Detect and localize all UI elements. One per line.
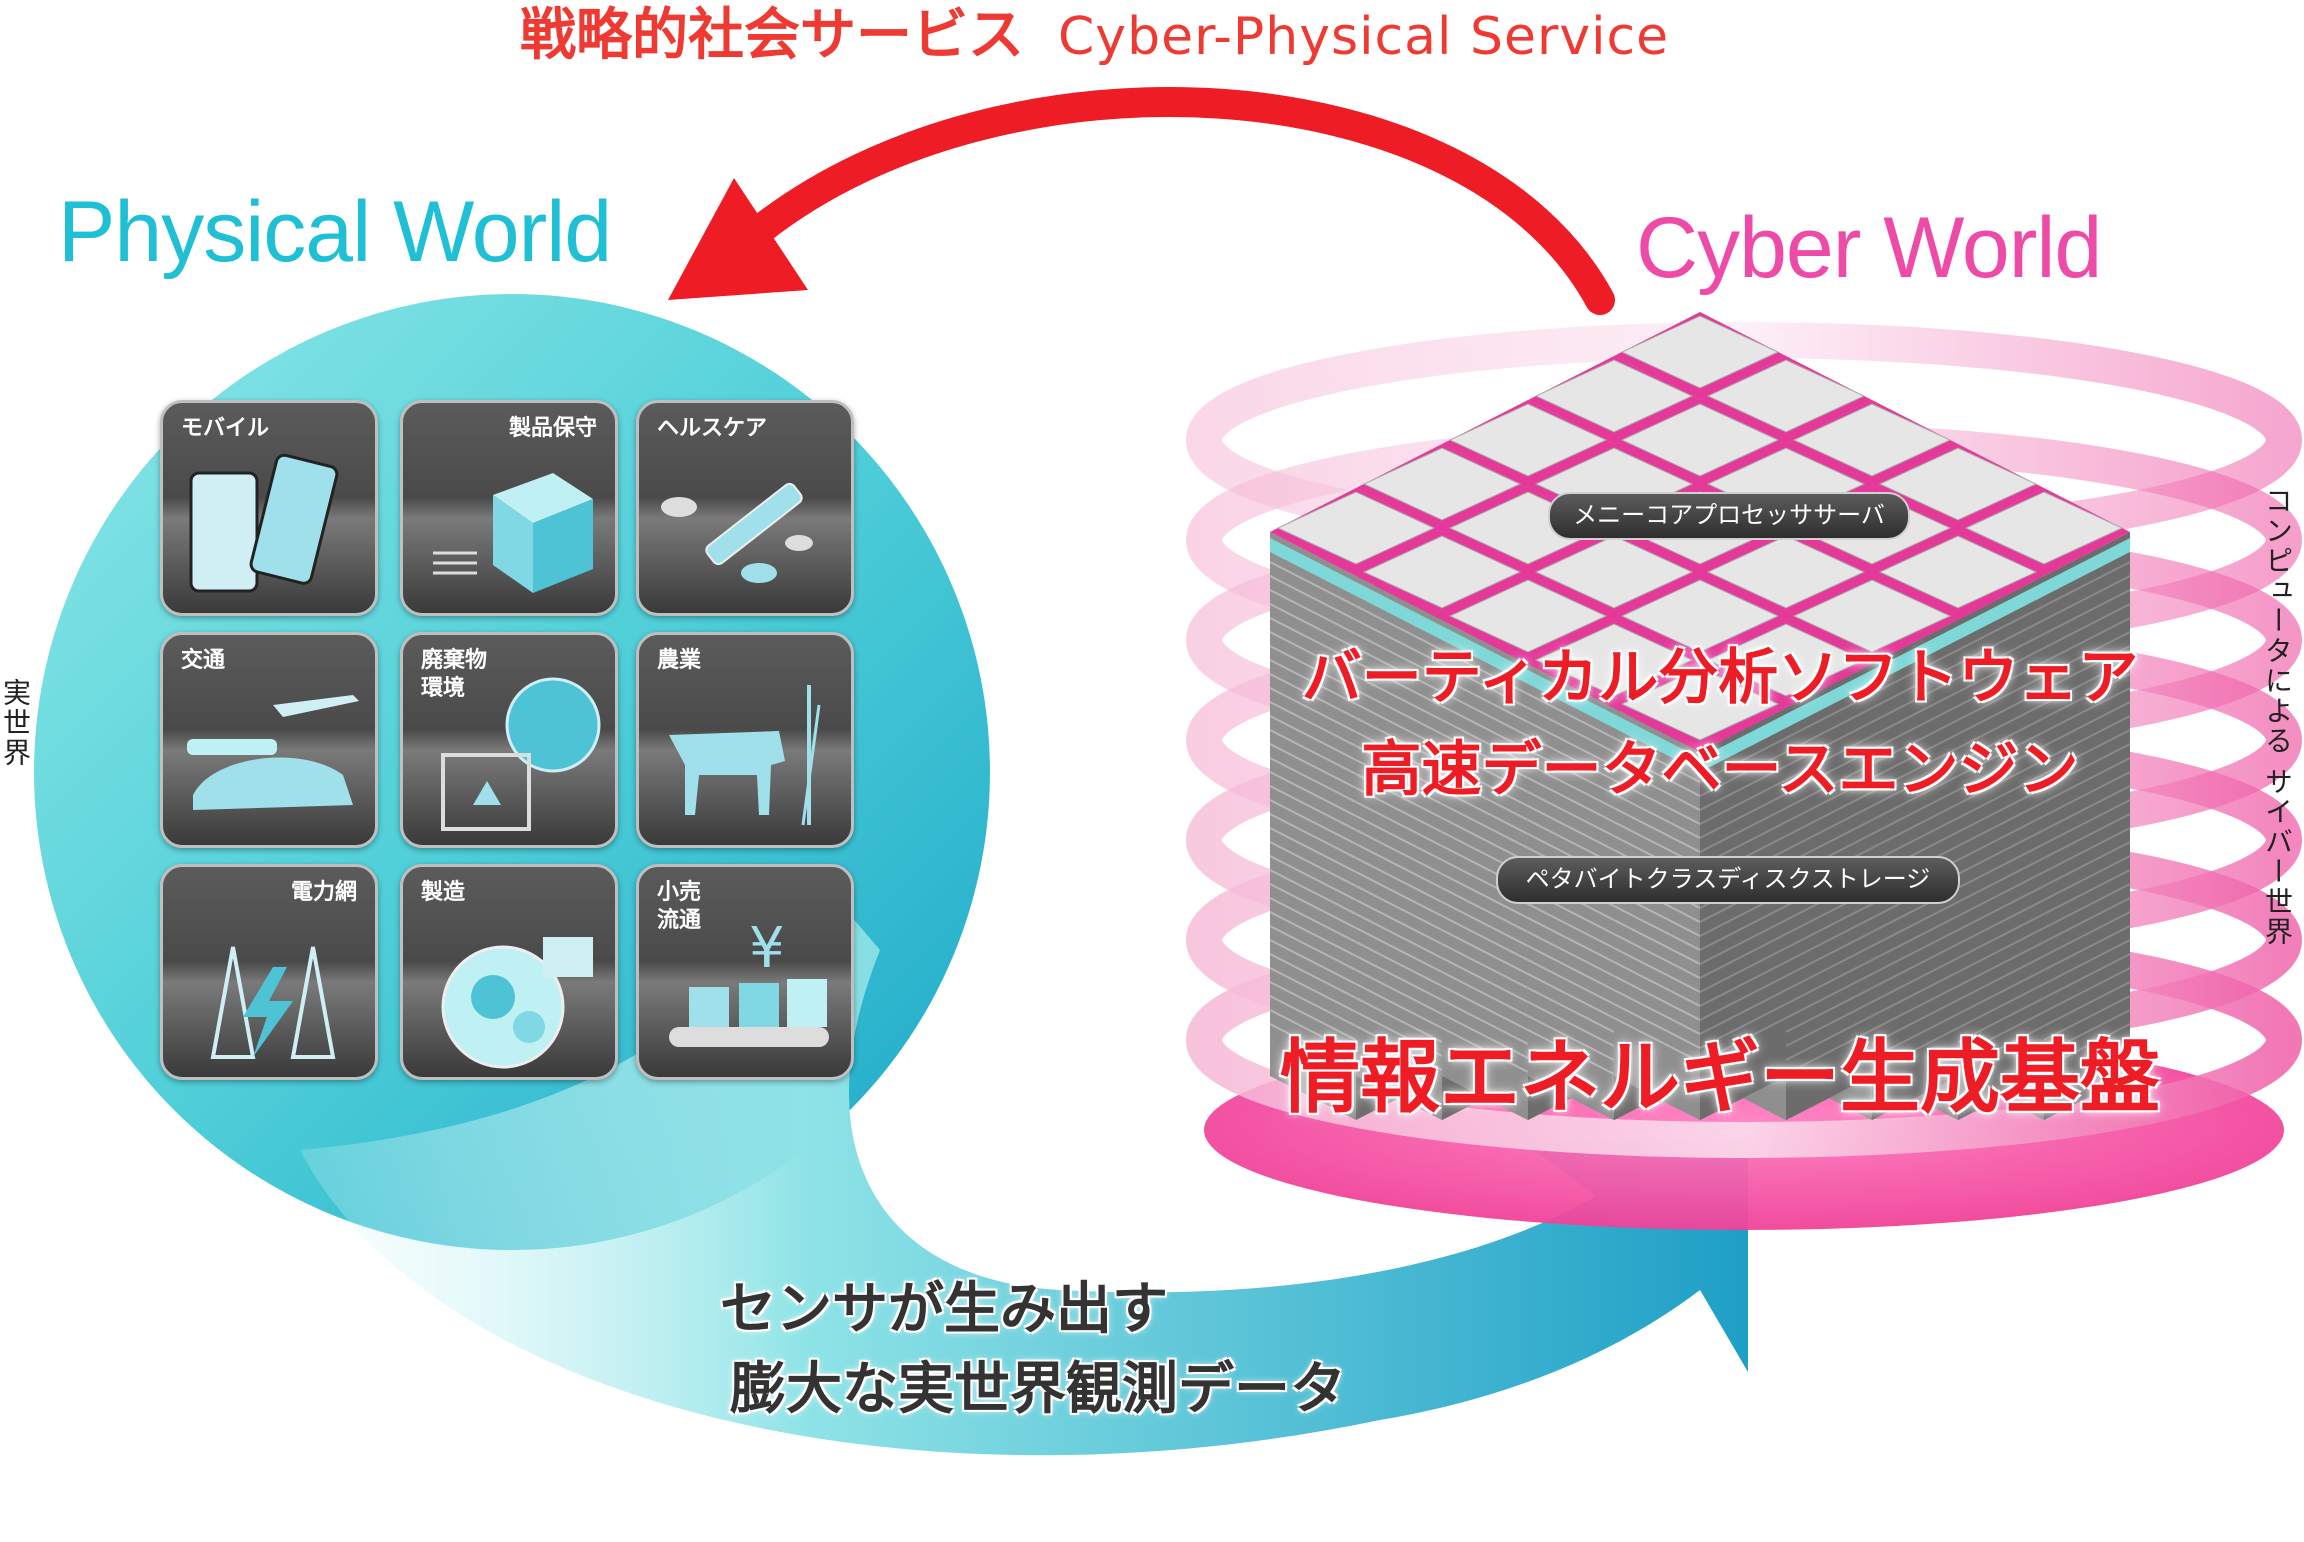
tile-label: 製造: [421, 880, 466, 905]
database-engine-label: 高速データベースエンジン: [1361, 735, 2079, 805]
tile-8: 製造: [400, 864, 618, 1080]
tile-9: ¥ 小売 流通: [636, 864, 854, 1080]
gears-factory-icon: [441, 937, 593, 1069]
cyber-side-label: コンピュータによる サイバー世界: [2261, 486, 2294, 947]
top-title: 戦略的社会サービス Cyber-Physical Service: [520, 0, 1920, 72]
tile-label: 交通: [181, 648, 226, 673]
tile-2: 製品保守: [400, 400, 618, 616]
tile-6: 農業: [636, 632, 854, 848]
tile-label: モバイル: [181, 416, 270, 441]
tile-3: ヘルスケア: [636, 400, 854, 616]
sensor-data-arrow: [300, 880, 1748, 1456]
server-array: [1269, 312, 2131, 1120]
tile-1: モバイル: [160, 400, 378, 616]
tile-5: 廃棄物 環境: [400, 632, 618, 848]
cyber-world-title: Cyber World: [1636, 200, 2102, 296]
svg-text:¥: ¥: [749, 916, 785, 981]
info-energy-base-label: 情報エネルギー生成基盤: [1280, 1031, 2160, 1124]
physical-world-title: Physical World: [58, 184, 612, 280]
cow-rice-icon: [669, 685, 821, 826]
top-title-en: Cyber-Physical Service: [1058, 7, 1670, 67]
yen-conveyor-icon: ¥: [669, 916, 829, 1047]
tile-label: 小売 流通: [657, 880, 702, 933]
tile-label: 廃棄物 環境: [421, 648, 488, 701]
product-cube-icon: [433, 473, 593, 593]
car-plane-train-icon: [187, 695, 359, 810]
storage-pill: ペタバイトクラスディスクストレージ: [1496, 856, 1960, 904]
service-arrow-head: [668, 178, 808, 300]
server-column: [1613, 664, 1787, 1120]
mobile-phones-icon: [189, 453, 339, 593]
tile-4: 交通: [160, 632, 378, 848]
tile-label: 製品保守: [508, 416, 597, 441]
power-tower-icon: [210, 946, 336, 1059]
tile-7: 電力網: [160, 864, 378, 1080]
analysis-software-label: バーティカル分析ソフトウェア: [1301, 643, 2139, 713]
tile-label: 電力網: [290, 880, 357, 905]
many-core-pill: メニーコアプロセッササーバ: [1548, 492, 1910, 540]
service-arrow: [745, 87, 1615, 315]
top-title-jp: 戦略的社会サービス: [520, 3, 1024, 68]
syringe-pills-icon: [661, 482, 813, 583]
sensor-text-line2: 膨大な実世界観測データ: [730, 1357, 1346, 1422]
tile-label: 農業: [657, 648, 702, 673]
sensor-text-line1: センサが生み出す: [720, 1277, 1168, 1342]
globe-recycle-bin-icon: [441, 677, 601, 831]
tile-label: ヘルスケア: [657, 416, 768, 441]
physical-side-label: 実世界: [0, 678, 32, 768]
